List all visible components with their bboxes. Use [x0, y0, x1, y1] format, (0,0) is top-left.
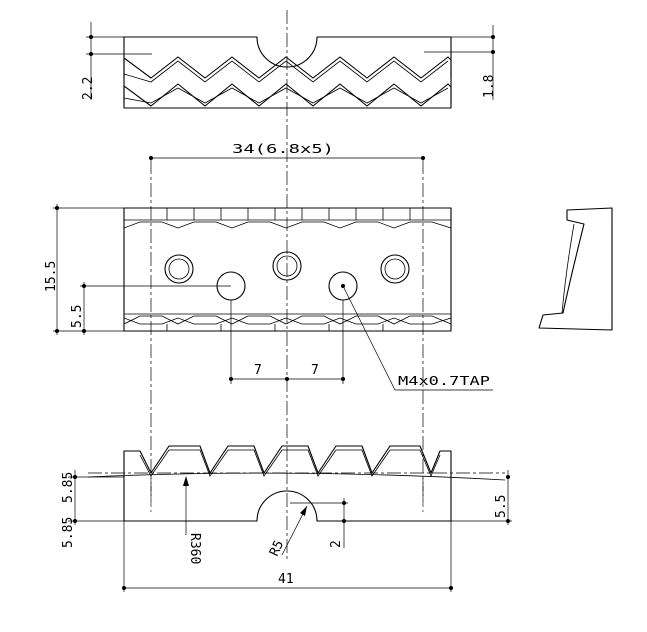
dim-dot — [82, 284, 86, 288]
front-tooth-ticks — [166, 208, 411, 331]
dim-dot — [491, 50, 495, 54]
counterbore-hole — [272, 251, 302, 281]
dim-dot — [491, 35, 495, 39]
dim-hole-spacing-left: 7 — [254, 363, 262, 378]
top-view-upper-zigzag-inner — [123, 60, 449, 83]
bottom-view: 5.85 5.85 5.5 R360 R5 2 41 — [61, 445, 512, 592]
front-bottom-teeth-a — [123, 317, 452, 325]
r5-arrow — [300, 506, 307, 516]
dim-dot — [73, 519, 77, 523]
side-view — [538, 207, 613, 331]
dim-pitch: 34(6.8x5) — [232, 141, 334, 156]
counterbore-inner — [168, 258, 190, 280]
dim-dot — [122, 586, 126, 590]
front-view: 34(6.8x5) 15.5 5.5 7 7 M4x0.7TAP — [44, 141, 493, 391]
dim-dot — [342, 501, 346, 505]
dim-dot — [506, 519, 510, 523]
front-bottom-teeth-b — [123, 315, 452, 325]
counterbore-inner — [384, 258, 406, 280]
tap-label: M4x0.7TAP — [398, 373, 490, 388]
top-view-lower-zigzag — [123, 83, 452, 107]
top-view-lower-zigzag-inner — [123, 87, 449, 104]
top-view-outline — [123, 36, 452, 109]
bottom-view-inner-teeth — [139, 449, 441, 478]
dim-dot — [421, 156, 425, 160]
dim-radius-large: R360 — [187, 533, 202, 564]
top-view-upper-zigzag — [123, 56, 452, 79]
dim-dot — [229, 377, 233, 381]
side-view-inner-curve — [561, 223, 575, 314]
dim-bottom-left-lower: 5.85 — [61, 517, 76, 548]
bottom-view-outline — [123, 445, 452, 522]
counterbore-hole — [380, 254, 410, 284]
dim-notch-depth: 2 — [329, 540, 344, 548]
dim-height-total: 15.5 — [44, 261, 59, 292]
dim-bottom-left-upper: 5.85 — [61, 472, 76, 503]
dim-dot — [149, 156, 153, 160]
counterbored-holes — [164, 251, 410, 284]
dim-radius-small: R5 — [267, 538, 287, 559]
dim-dot — [449, 586, 453, 590]
dim-dot — [73, 475, 77, 479]
dim-width-total: 41 — [278, 572, 294, 587]
side-view-profile — [538, 207, 613, 331]
dim-dot — [285, 377, 289, 381]
front-top-teeth — [123, 221, 452, 229]
top-view: 2.2 1.8 — [81, 22, 497, 109]
counterbore-hole — [164, 254, 194, 284]
dim-height-lower: 5.5 — [70, 305, 85, 328]
r360-arc — [87, 472, 506, 481]
dim-dot — [506, 475, 510, 479]
dim-dot — [89, 35, 93, 39]
dim-bottom-right: 5.5 — [494, 495, 509, 518]
dim-dot — [342, 519, 346, 523]
dim-dot — [89, 52, 93, 56]
dim-dot — [341, 377, 345, 381]
counterbore-inner — [276, 255, 298, 277]
dim-top-left: 2.2 — [81, 77, 96, 100]
dim-dot — [55, 206, 59, 210]
r360-arrow — [183, 476, 189, 486]
dim-dot — [82, 329, 86, 333]
dim-dot — [55, 329, 59, 333]
tap-leader — [342, 285, 493, 391]
dim-top-right: 1.8 — [482, 75, 497, 98]
front-view-outline — [123, 207, 452, 332]
dim-hole-spacing-right: 7 — [311, 363, 319, 378]
